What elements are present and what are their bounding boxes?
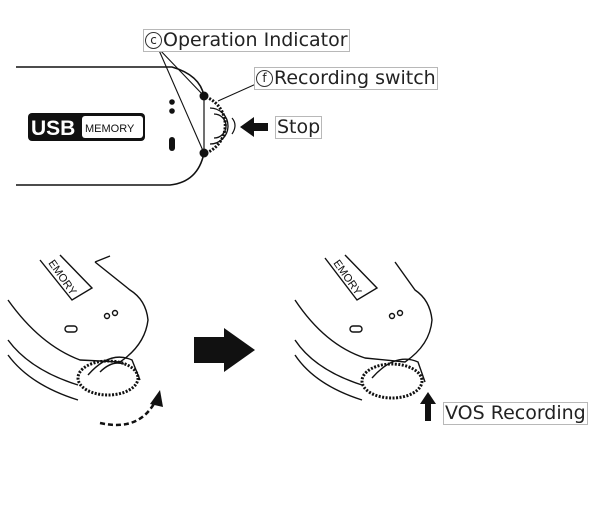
- next-step-arrow-icon: [194, 328, 255, 372]
- recording-switch-wheel: [205, 95, 227, 155]
- operation-indicator-text: Operation Indicator: [163, 29, 348, 51]
- side-memory-text: EMORY: [331, 258, 364, 298]
- mic-hole-icon: [169, 108, 175, 114]
- rotate-arrow-icon: [99, 399, 158, 427]
- label-marker-f: f: [256, 70, 273, 87]
- recording-switch-text: Recording switch: [274, 67, 436, 89]
- stop-label: Stop: [275, 116, 323, 139]
- mic-hole-icon: [169, 99, 175, 105]
- usb-recorder-angled-view-before: [7, 254, 149, 401]
- stop-arrow-icon: [240, 117, 268, 137]
- memory-badge-text: MEMORY: [85, 123, 135, 135]
- vos-recording-label: VOS Recording: [443, 402, 588, 425]
- usb-badge-text: USB: [31, 117, 75, 140]
- label-marker-c: c: [145, 32, 162, 49]
- led-slot-icon: [169, 137, 175, 151]
- side-memory-text: EMORY: [46, 258, 79, 298]
- up-arrow-icon: [420, 392, 436, 421]
- usb-recorder-angled-view-after: [294, 254, 433, 401]
- leader-lines: [157, 47, 257, 154]
